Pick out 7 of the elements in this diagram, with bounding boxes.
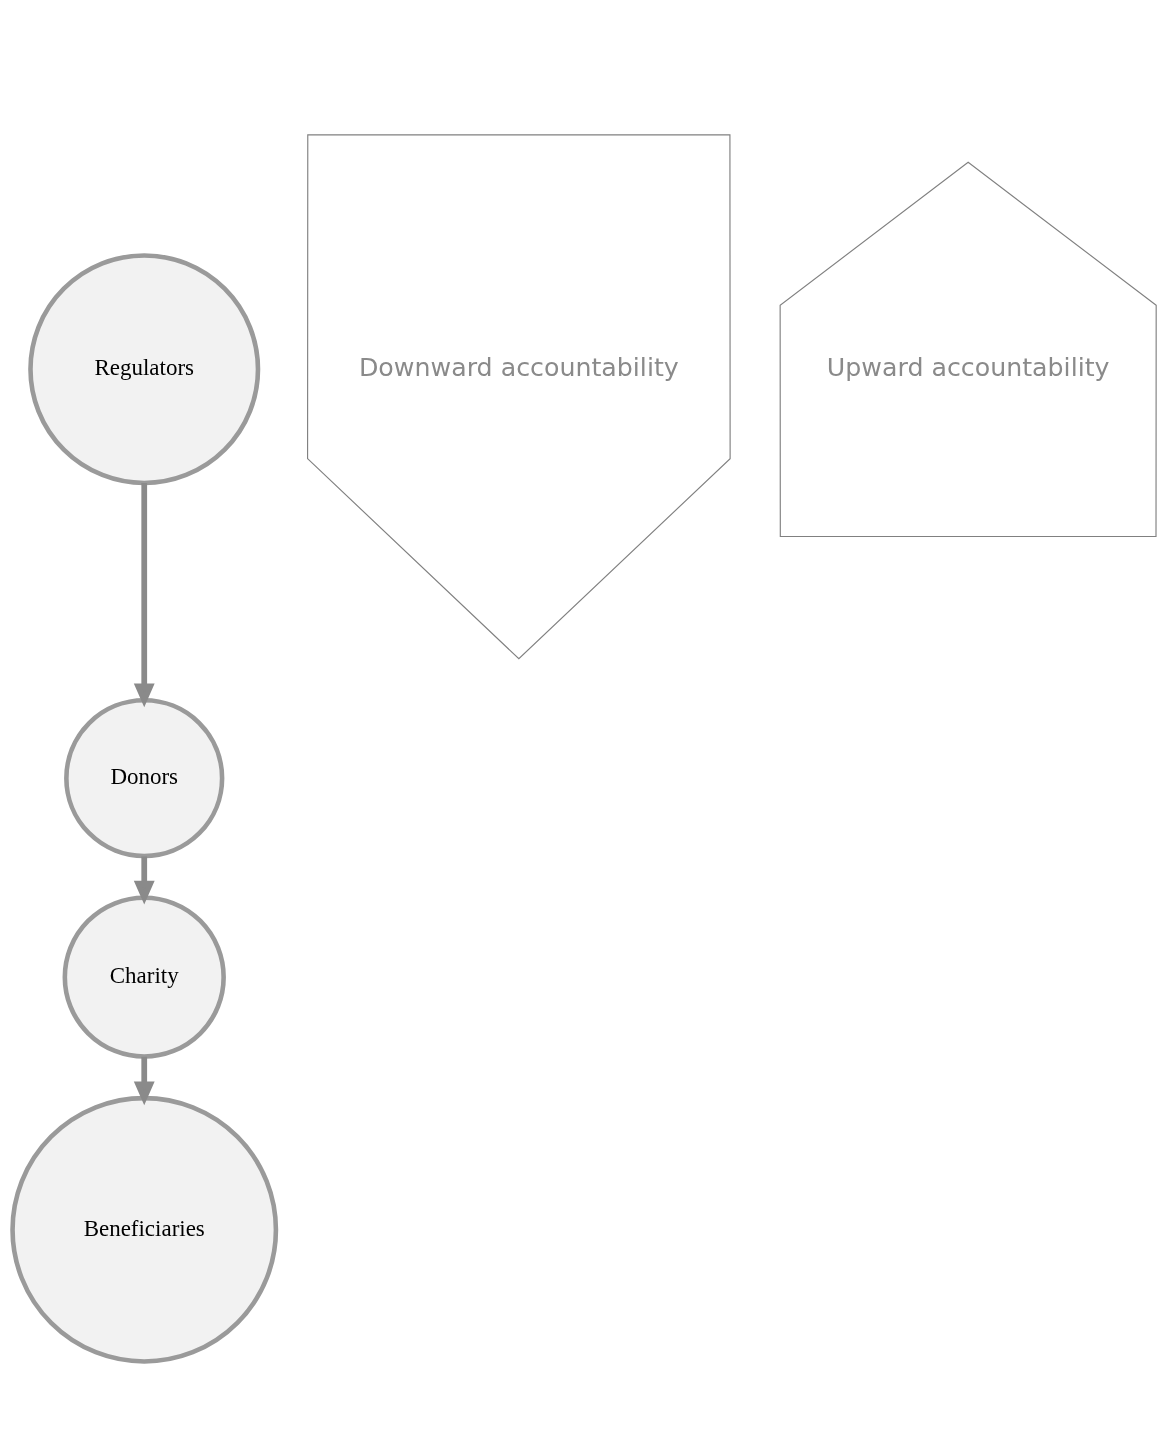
node-circle: Charity — [62, 895, 226, 1059]
node-circle: Beneficiaries — [10, 1095, 279, 1364]
node-circle: Regulators — [28, 253, 261, 486]
arrow — [133, 1056, 155, 1106]
arrow — [133, 856, 155, 905]
node-circle: Donors — [64, 697, 225, 859]
arrow — [133, 483, 155, 708]
